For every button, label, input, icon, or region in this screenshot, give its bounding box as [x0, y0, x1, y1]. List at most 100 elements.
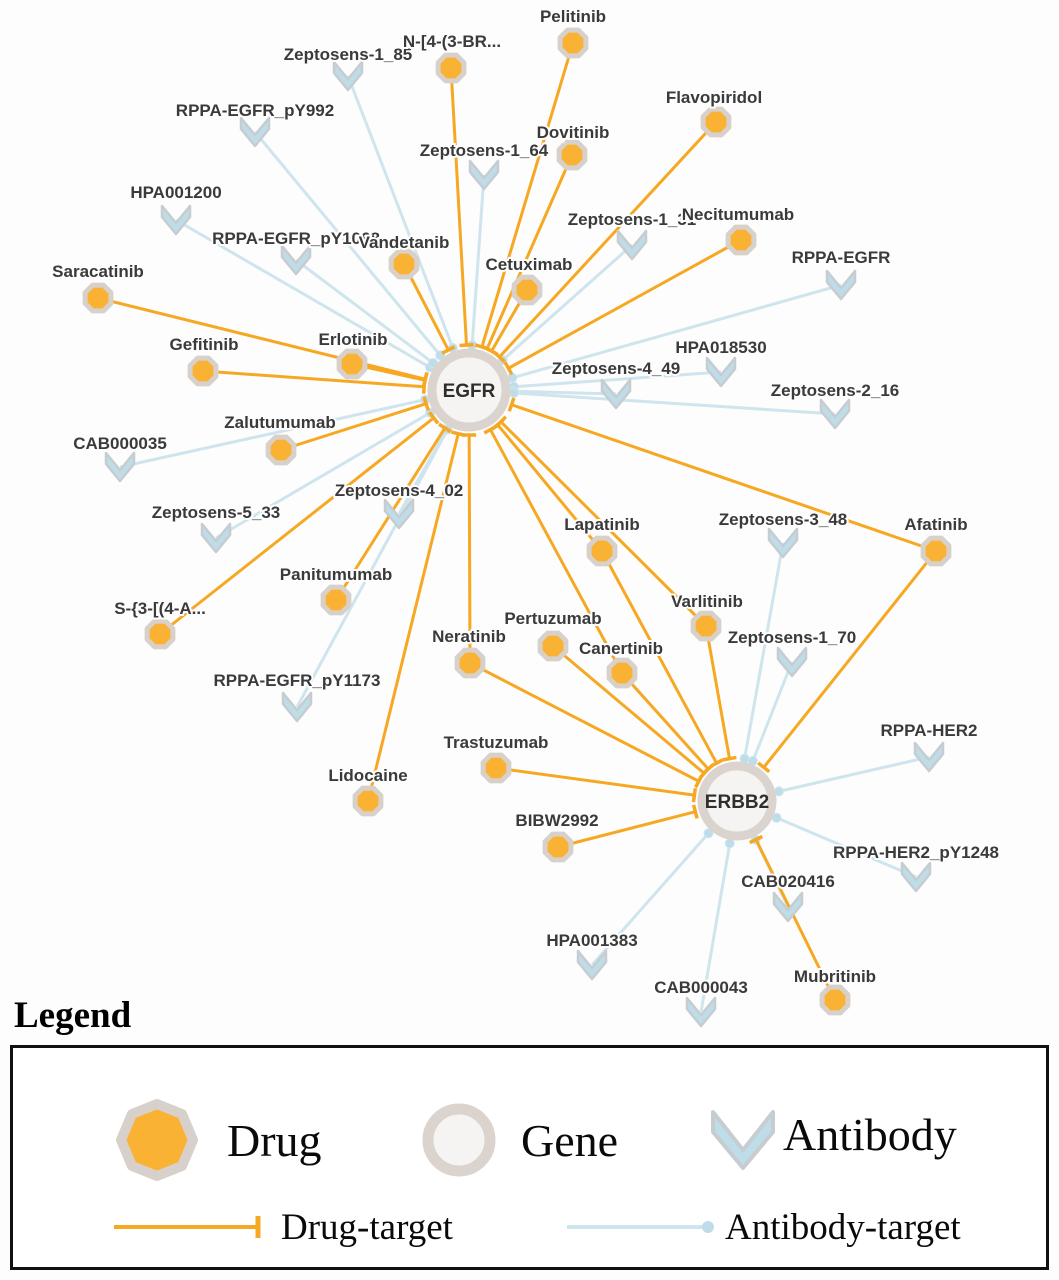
drug-edge	[480, 42, 575, 348]
antibody-edge	[775, 816, 917, 879]
drug-node[interactable]	[187, 355, 219, 387]
drug-node[interactable]	[920, 535, 952, 567]
drug-node-label: Afatinib	[904, 515, 967, 534]
drug-node[interactable]	[352, 785, 384, 817]
antibody-edge	[751, 661, 794, 762]
drug-node-label: Cetuximab	[486, 255, 573, 274]
drug-edge	[507, 238, 742, 370]
antibody-node-label: RPPA-EGFR	[792, 248, 891, 267]
antibody-node[interactable]	[825, 269, 857, 301]
drug-node[interactable]	[82, 282, 114, 314]
legend-drug-label: Drug	[227, 1115, 322, 1166]
antibody-node-label: Zeptosens-1_70	[728, 628, 857, 647]
antibody-node-label: CAB000043	[654, 978, 748, 997]
antibody-edge	[590, 832, 710, 966]
antibody-target-swatch	[567, 1221, 714, 1233]
drug-node[interactable]	[700, 106, 732, 138]
legend-drug-target-label: Drug-target	[281, 1207, 453, 1248]
antibody-node[interactable]	[900, 861, 932, 893]
drug-node[interactable]	[388, 248, 420, 280]
drug-node[interactable]	[819, 984, 851, 1016]
drug-node[interactable]	[606, 657, 638, 689]
antibody-node-label: Zeptosens-2_16	[771, 381, 900, 400]
drug-node[interactable]	[336, 348, 368, 380]
drug-node[interactable]	[454, 647, 486, 679]
drug-node[interactable]	[320, 584, 352, 616]
drug-edge	[600, 550, 718, 764]
edge-layer	[97, 42, 938, 1013]
gene-node-label: ERBB2	[705, 792, 769, 813]
antibody-node[interactable]	[776, 646, 808, 678]
antibody-node[interactable]	[104, 451, 136, 483]
antibody-node[interactable]	[239, 116, 271, 148]
gene-node[interactable]	[427, 348, 511, 432]
drug-edge	[202, 369, 425, 389]
drug-node-label: Pelitinib	[540, 7, 606, 26]
drug-node[interactable]	[511, 274, 543, 306]
drug-node[interactable]	[480, 752, 512, 784]
antibody-edge	[699, 843, 732, 1013]
antibody-node[interactable]	[616, 229, 648, 261]
legend-title: Legend	[14, 995, 132, 1036]
antibody-node-label: HPA001200	[130, 183, 221, 202]
drug-node-label: Necitumumab	[682, 205, 794, 224]
antibody-node[interactable]	[576, 949, 608, 981]
antibody-edge	[215, 411, 431, 540]
drug-edge	[159, 416, 435, 636]
drug-edge	[762, 550, 938, 769]
drug-node[interactable]	[144, 618, 176, 650]
antibody-node-label: RPPA-EGFR_pY1068	[212, 229, 380, 248]
gene-node[interactable]	[697, 761, 777, 841]
legend-box: Drug Gene Antibody Drug-target Antibody-…	[10, 1045, 1049, 1270]
drug-node[interactable]	[557, 27, 589, 59]
drug-node[interactable]	[435, 52, 467, 84]
antibody-node[interactable]	[600, 378, 632, 410]
drug-node-label: Gefitinib	[170, 335, 239, 354]
drug-node-label: Neratinib	[432, 627, 506, 646]
antibody-node[interactable]	[332, 60, 364, 92]
antibody-node[interactable]	[468, 159, 500, 191]
antibody-node[interactable]	[200, 522, 232, 554]
drug-node[interactable]	[265, 434, 297, 466]
antibody-node[interactable]	[767, 527, 799, 559]
drug-node-label: N-[4-(3-BR...	[403, 32, 501, 51]
antibody-edge	[253, 131, 442, 357]
antibody-node[interactable]	[383, 498, 415, 530]
drug-edge	[469, 661, 700, 783]
antibody-node[interactable]	[913, 741, 945, 773]
antibody-edge	[743, 542, 785, 759]
drug-node[interactable]	[537, 630, 569, 662]
antibody-node-label: Zeptosens-1_85	[284, 45, 413, 64]
drug-node-label: S-{3-[(4-A...	[114, 599, 206, 618]
drug-edge	[489, 428, 624, 674]
antibody-node-label: Zeptosens-4_02	[335, 481, 464, 500]
antibody-node[interactable]	[705, 356, 737, 388]
antibody-node[interactable]	[772, 891, 804, 923]
antibody-node[interactable]	[280, 244, 312, 276]
drug-node-label: Trastuzumab	[444, 733, 549, 752]
drug-node[interactable]	[690, 610, 722, 642]
antibody-node-label: Zeptosens-3_48	[719, 510, 848, 529]
drug-edge-tee-icon	[748, 834, 764, 845]
antibody-node[interactable]	[819, 398, 851, 430]
drug-node[interactable]	[542, 831, 574, 863]
gene-node-label: EGFR	[443, 381, 496, 402]
antibody-edge-dot-icon	[703, 828, 714, 839]
antibody-node[interactable]	[281, 691, 313, 723]
drug-edge-tee-icon	[507, 397, 516, 412]
antibody-edge	[513, 389, 617, 396]
drug-edge	[97, 296, 426, 381]
drug-node-label: Flavopiridol	[666, 88, 762, 107]
drug-edge	[485, 154, 574, 350]
drug-node[interactable]	[586, 535, 618, 567]
drug-node-label: BIBW2992	[515, 811, 598, 830]
drug-node[interactable]	[725, 224, 757, 256]
antibody-node-label: HPA018530	[675, 338, 766, 357]
network-svg: Zeptosens-1_85RPPA-EGFR_pY992HPA001200RP…	[50, 5, 1001, 1028]
legend-antibody-label: Antibody	[783, 1109, 957, 1160]
drug-node[interactable]	[556, 139, 588, 171]
drug-edge	[495, 766, 695, 797]
antibody-node[interactable]	[685, 996, 717, 1028]
antibody-node-label: RPPA-HER2_pY1248	[833, 843, 999, 862]
antibody-node[interactable]	[160, 204, 192, 236]
